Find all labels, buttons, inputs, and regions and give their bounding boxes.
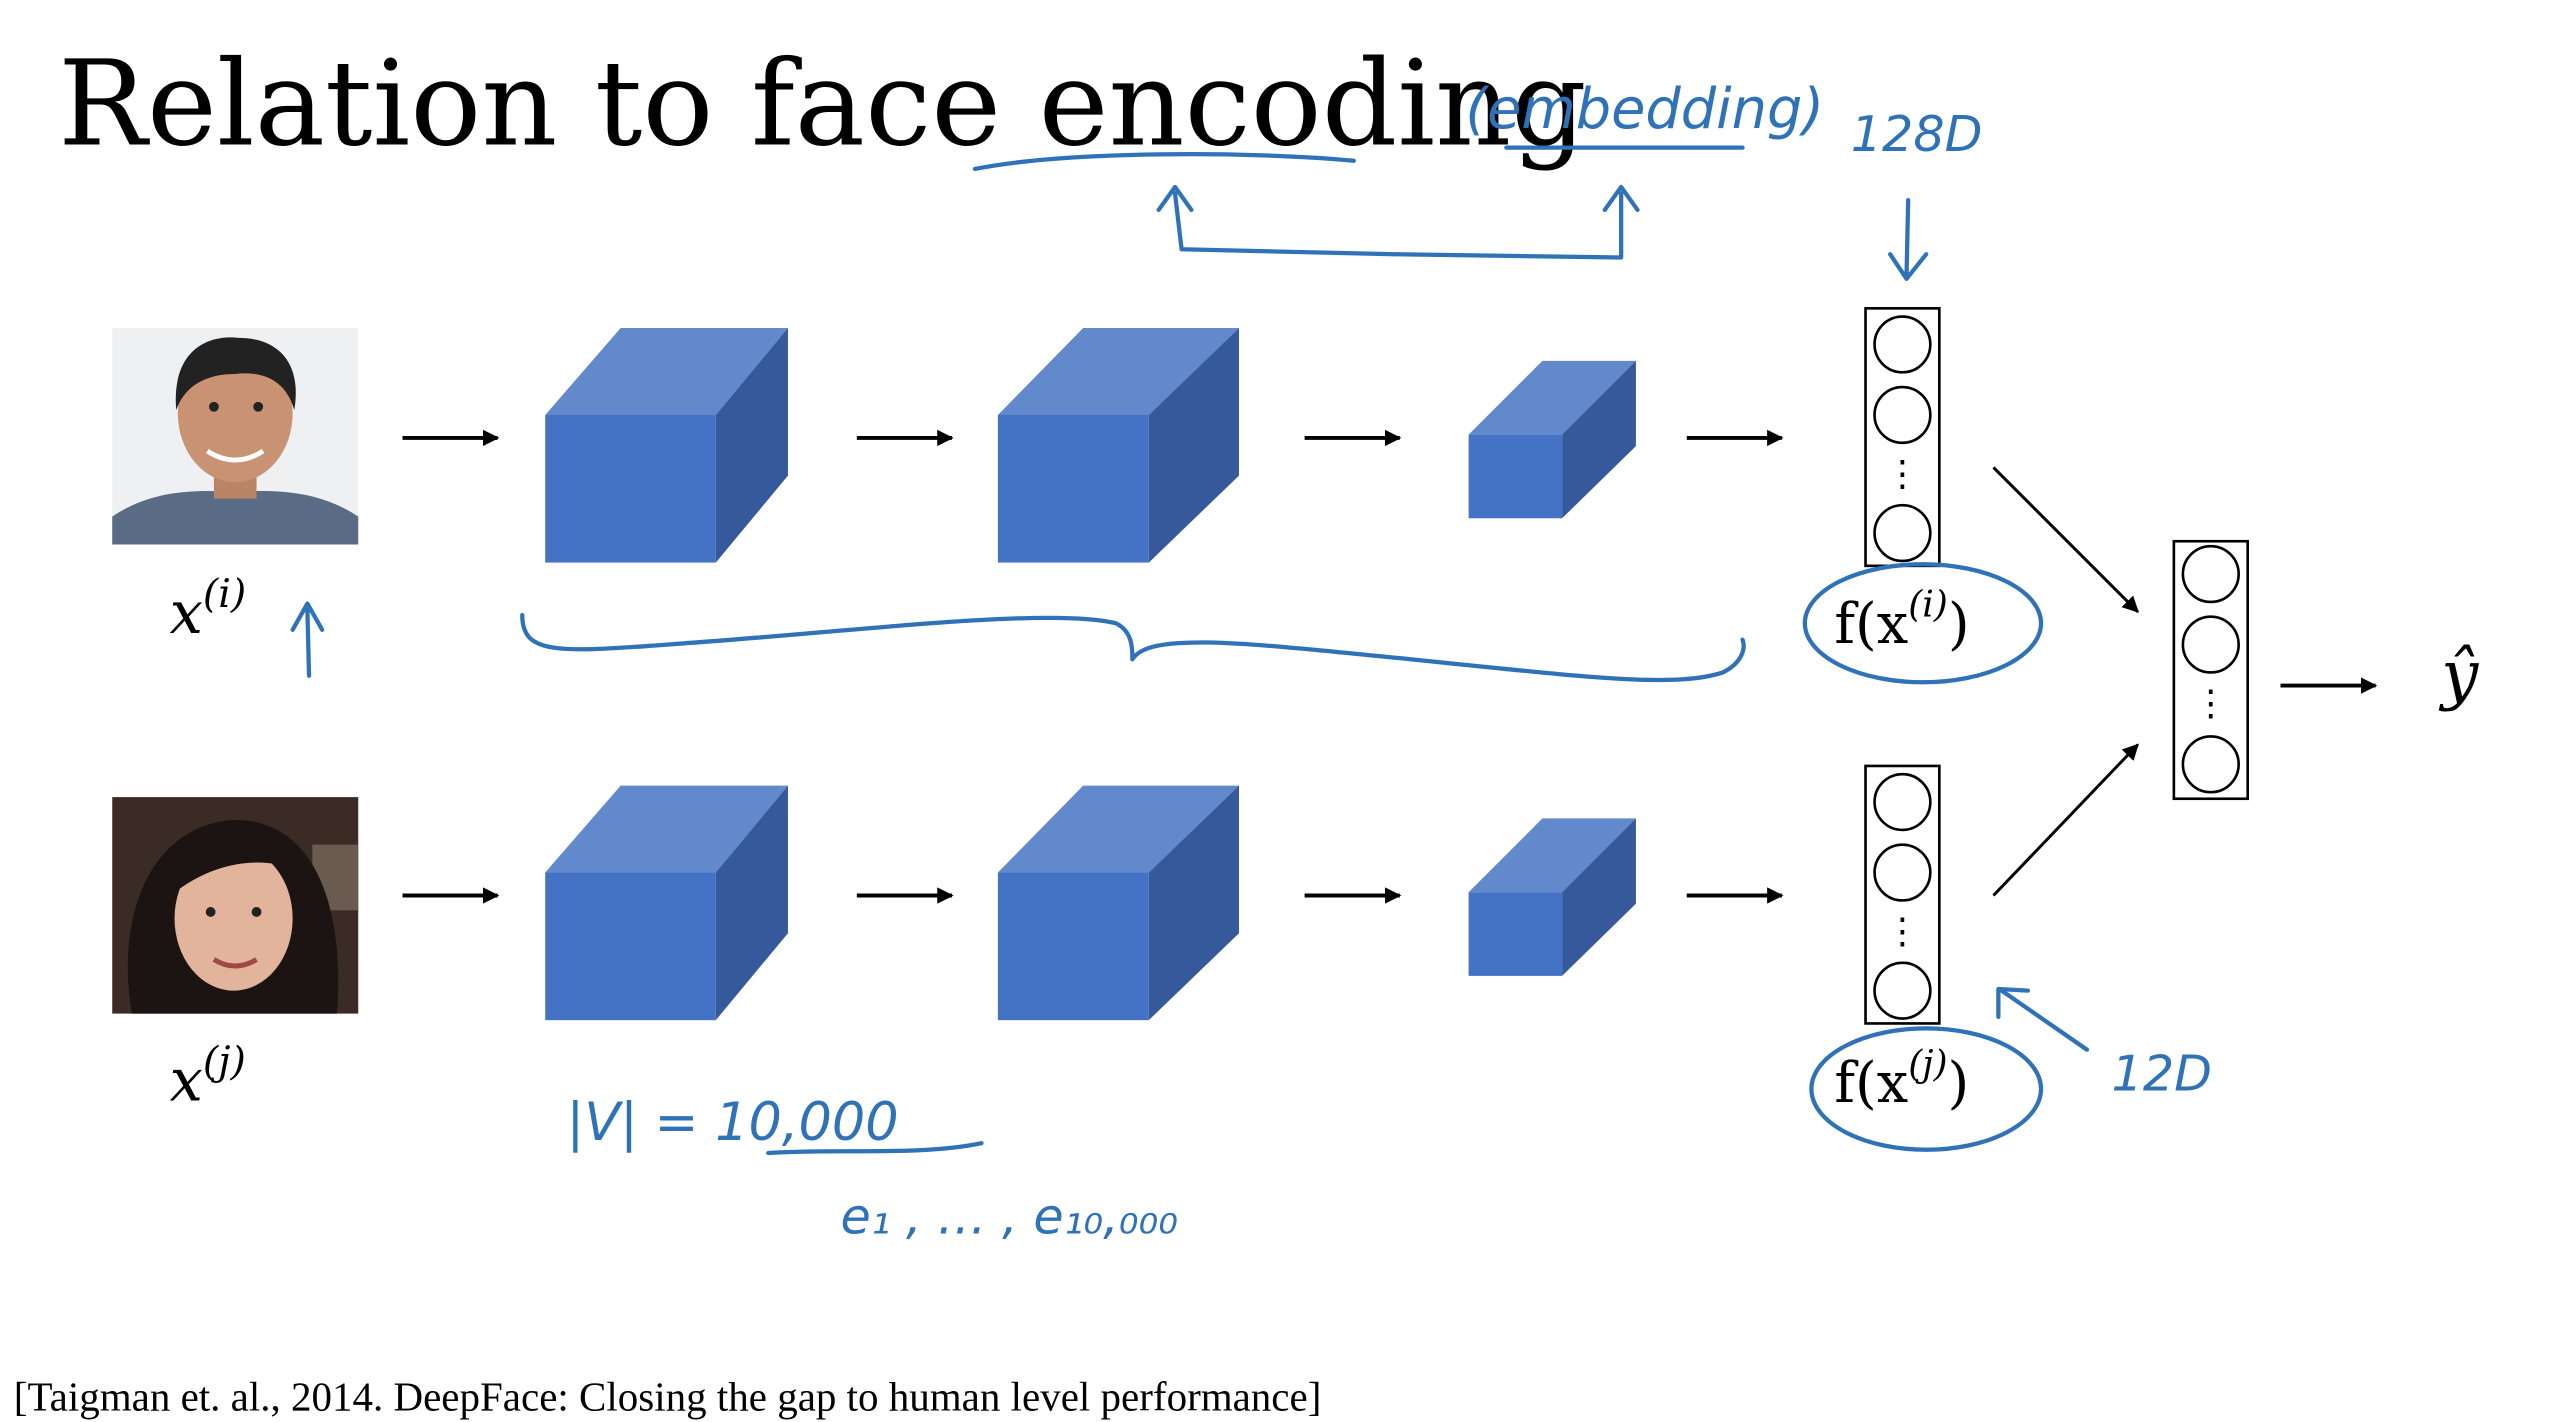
dim-note-bottom: 12D <box>2112 1045 2212 1103</box>
conv-volume-2 <box>997 785 1239 1021</box>
conv-volume-2 <box>997 328 1239 563</box>
embedding-vector-2: ⋮ <box>1864 764 1941 1025</box>
svg-text:⋮: ⋮ <box>1884 910 1920 952</box>
encoding-underline <box>972 152 1356 172</box>
vocab-underline <box>766 1141 984 1156</box>
down-arrow-icon <box>1887 197 1929 281</box>
slide-title: Relation to face encoding <box>58 34 1587 172</box>
face-photo-woman <box>112 797 359 1014</box>
dim-note-top: 128D <box>1851 105 1983 163</box>
up-arrow-icon <box>290 601 325 678</box>
network-brace <box>520 612 1746 683</box>
conv-volume-3 <box>1468 818 1636 976</box>
conv-volume-1 <box>545 785 788 1021</box>
embedding-vector-1: ⋮ <box>1864 307 1941 568</box>
handwritten-annotations-top: (embedding) 128D <box>972 77 1983 281</box>
equivalence-bracket-arrows <box>1156 184 1640 260</box>
face-photo-man <box>112 328 359 545</box>
input-label-j: x(j) <box>170 1038 246 1114</box>
arrow-to-output-icon <box>1992 743 2139 897</box>
vocab-size-note: |V| = 10,000 <box>567 1092 899 1153</box>
prediction-label: ŷ <box>2438 637 2479 713</box>
siamese-row-2: ⋮ x(j) f(x(j)) 12D |V| = 10,000 e₁ , … ,… <box>112 743 2212 1245</box>
embedding-note: (embedding) <box>1465 77 1824 142</box>
embedding-circle-i <box>1802 562 2044 685</box>
arrow-to-output-icon <box>1992 466 2139 613</box>
siamese-row-1: ⋮ x(i) f(x(i)) <box>112 307 2139 685</box>
svg-text:⋮: ⋮ <box>2193 682 2229 724</box>
input-label-i: x(i) <box>170 571 247 647</box>
pointer-arrow-icon <box>1996 986 2090 1052</box>
embedding-label-i: f(x(i)) <box>1834 584 1969 657</box>
embedding-circle-j <box>1809 1026 2044 1152</box>
output-unit: ⋮ <box>2172 539 2249 801</box>
conv-volume-1 <box>545 328 788 563</box>
svg-text:⋮: ⋮ <box>1884 452 1920 494</box>
embeddings-list-note: e₁ , … , e₁₀,₀₀₀ <box>840 1187 1177 1245</box>
citation: [Taigman et. al., 2014. DeepFace: Closin… <box>14 1374 1322 1420</box>
conv-volume-3 <box>1468 360 1636 519</box>
embedding-label-j: f(x(j)) <box>1834 1043 1969 1116</box>
